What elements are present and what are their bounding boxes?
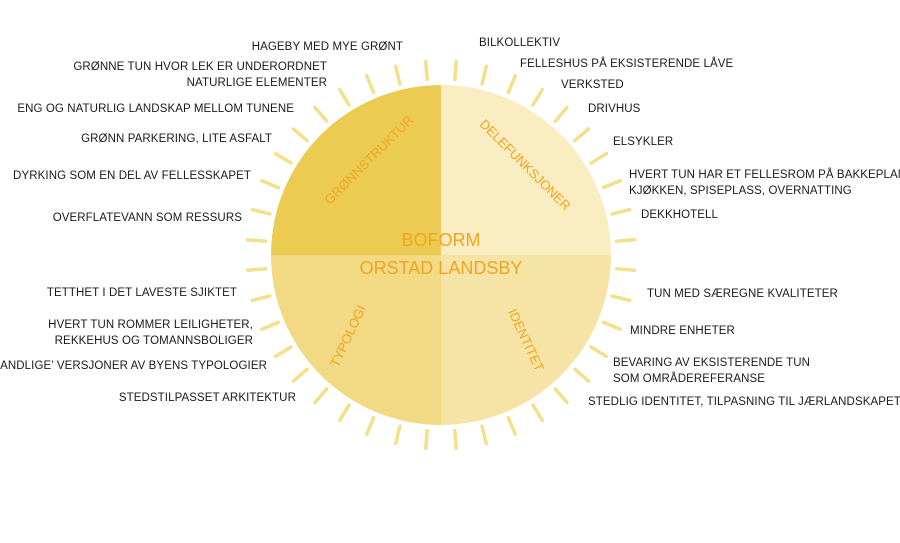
sun-ray bbox=[573, 367, 591, 383]
label-line: MINDRE ENHETER bbox=[630, 325, 735, 337]
label-bevaring: BEVARING AV EKSISTERENDE TUN SOM OMRÅDERE… bbox=[613, 355, 810, 387]
quadrant-identitet bbox=[441, 255, 611, 425]
sun-ray bbox=[273, 345, 293, 359]
sun-ray bbox=[506, 415, 517, 436]
sun-ray bbox=[453, 428, 458, 451]
center-title: BOFORM bbox=[402, 230, 481, 250]
label-hvert-tun-rommer: HVERT TUN ROMMER LEILIGHETER, REKKEHUS OG… bbox=[48, 317, 253, 349]
sun-ray bbox=[337, 87, 351, 107]
sun-ray bbox=[480, 64, 489, 86]
sun-ray bbox=[424, 59, 429, 82]
label-line: TUN MED SÆREGNE KVALITETER bbox=[647, 288, 838, 300]
sun-ray bbox=[313, 387, 329, 405]
sun-ray bbox=[245, 238, 268, 243]
sun-ray bbox=[531, 403, 545, 423]
sun-ray bbox=[601, 320, 622, 331]
sun-ray bbox=[614, 238, 637, 243]
label-line: DYRKING SOM EN DEL AV FELLESSKAPET bbox=[13, 170, 251, 182]
quadrant-gronnstruktur bbox=[271, 85, 441, 255]
sun-ray bbox=[589, 345, 609, 359]
sun-ray bbox=[260, 179, 281, 190]
center-subtitle: ORSTAD LANDSBY bbox=[360, 258, 523, 278]
label-line: ELSYKLER bbox=[613, 136, 674, 148]
label-line: BEVARING AV EKSISTERENDE TUN bbox=[613, 357, 811, 369]
sun-ray bbox=[365, 74, 376, 95]
label-line: TETTHET I DET LAVESTE SJIKTET bbox=[46, 287, 237, 299]
sun-ray bbox=[393, 64, 402, 86]
label-line: HVERT TUN ROMMER LEILIGHETER, bbox=[48, 319, 253, 331]
label-landlige-versjoner: ‘LANDLIGE’ VERSJONER AV BYENS TYPOLOGIER bbox=[0, 358, 267, 374]
label-fellesrom: HVERT TUN HAR ET FELLESROM PÅ BAKKEPLAN:… bbox=[629, 167, 900, 199]
label-elsykler: ELSYKLER bbox=[613, 134, 673, 150]
sun-ray bbox=[393, 424, 402, 446]
label-line: STEDSTILPASSET ARKITEKTUR bbox=[118, 392, 296, 404]
label-overflatevann: OVERFLATEVANN SOM RESSURS bbox=[53, 210, 242, 226]
label-line: FELLESHUS PÅ EKSISTERENDE LÅVE bbox=[520, 58, 734, 70]
label-line: HAGEBY MED MYE GRØNT bbox=[251, 41, 403, 53]
sun-ray bbox=[250, 207, 272, 216]
sun-ray bbox=[553, 105, 569, 123]
label-line: REKKEHUS OG TOMANNSBOLIGER bbox=[54, 335, 253, 347]
sun-ray bbox=[313, 105, 329, 123]
sun-ray bbox=[610, 207, 632, 216]
label-line: ENG OG NATURLIG LANDSKAP MELLOM TUNENE bbox=[17, 103, 294, 115]
sun-ray bbox=[589, 151, 609, 165]
label-felleshus: FELLESHUS PÅ EKSISTERENDE LÅVE bbox=[520, 56, 733, 72]
sun-ray bbox=[291, 367, 309, 383]
sun-ray bbox=[573, 127, 591, 143]
label-line: DEKKHOTELL bbox=[641, 209, 719, 221]
label-dyrking: DYRKING SOM EN DEL AV FELLESSKAPET bbox=[13, 168, 251, 184]
sun-ray bbox=[245, 267, 268, 272]
sun-ray bbox=[531, 87, 545, 107]
label-line: HVERT TUN HAR ET FELLESROM PÅ BAKKEPLAN: bbox=[629, 169, 900, 181]
label-line: NATURLIGE ELEMENTER bbox=[186, 77, 327, 89]
sun-ray bbox=[273, 151, 293, 165]
sun-ray bbox=[291, 127, 309, 143]
label-hageby: HAGEBY MED MYE GRØNT bbox=[252, 39, 403, 55]
label-line: ‘LANDLIGE’ VERSJONER AV BYENS TYPOLOGIER bbox=[0, 360, 267, 372]
sun-ray bbox=[453, 59, 458, 82]
sun-ray bbox=[250, 294, 272, 303]
label-tun-saeregne: TUN MED SÆREGNE KVALITETER bbox=[647, 286, 838, 302]
label-gronn-parkering: GRØNN PARKERING, LITE ASFALT bbox=[81, 131, 272, 147]
sun-ray bbox=[506, 74, 517, 95]
label-line: STEDLIG IDENTITET, TILPASNING TIL JÆRLAN… bbox=[588, 396, 900, 408]
label-line: KJØKKEN, SPISEPLASS, OVERNATTING bbox=[629, 185, 852, 197]
quadrant-typologi bbox=[271, 255, 441, 425]
label-line: GRØNN PARKERING, LITE ASFALT bbox=[81, 133, 272, 145]
sun-ray bbox=[365, 415, 376, 436]
sun-ray bbox=[614, 267, 637, 272]
label-line: OVERFLATEVANN SOM RESSURS bbox=[52, 212, 242, 224]
label-mindre-enheter: MINDRE ENHETER bbox=[630, 323, 735, 339]
sun-ray bbox=[337, 403, 351, 423]
label-drivhus: DRIVHUS bbox=[588, 101, 640, 117]
label-bilkollektiv: BILKOLLEKTIV bbox=[479, 35, 560, 51]
sun-ray bbox=[610, 294, 632, 303]
label-stedlig-identitet: STEDLIG IDENTITET, TILPASNING TIL JÆRLAN… bbox=[588, 394, 900, 410]
label-eng-landskap: ENG OG NATURLIG LANDSKAP MELLOM TUNENE bbox=[17, 101, 294, 117]
sun-ray bbox=[553, 387, 569, 405]
sun-ray bbox=[480, 424, 489, 446]
sun-ray bbox=[601, 179, 622, 190]
sun-rays bbox=[245, 59, 637, 451]
label-dekkhotell: DEKKHOTELL bbox=[641, 207, 718, 223]
label-line: GRØNNE TUN HVOR LEK ER UNDERORDNET bbox=[73, 61, 327, 73]
label-line: DRIVHUS bbox=[588, 103, 641, 115]
label-gronne-tun: GRØNNE TUN HVOR LEK ER UNDERORDNET NATURL… bbox=[73, 59, 327, 91]
label-line: SOM OMRÅDEREFERANSE bbox=[613, 373, 766, 385]
label-verksted: VERKSTED bbox=[561, 77, 624, 93]
label-line: BILKOLLEKTIV bbox=[479, 37, 561, 49]
label-line: VERKSTED bbox=[561, 79, 624, 91]
sun-ray bbox=[424, 428, 429, 451]
sun-ray bbox=[260, 320, 281, 331]
label-tetthet: TETTHET I DET LAVESTE SJIKTET bbox=[47, 285, 237, 301]
quadrant-delefunksjoner bbox=[441, 85, 611, 255]
label-stedstilpasset: STEDSTILPASSET ARKITEKTUR bbox=[119, 390, 296, 406]
